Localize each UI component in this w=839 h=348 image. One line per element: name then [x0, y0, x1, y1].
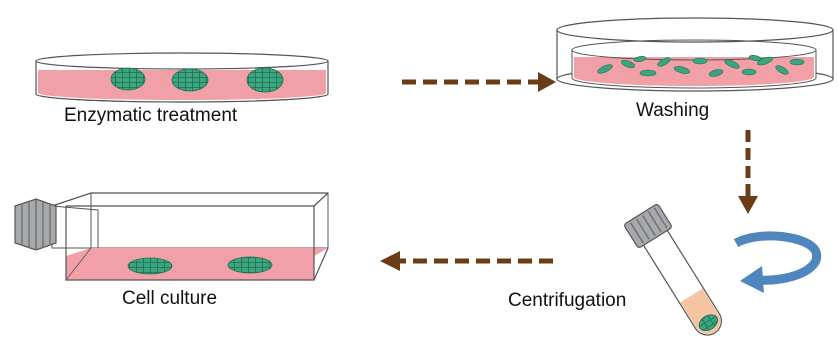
label-washing: Washing [636, 100, 710, 121]
flask-icon [14, 192, 329, 281]
rotation-arrow-icon [733, 231, 822, 293]
tube-icon [624, 204, 722, 336]
flask-cap [14, 198, 57, 251]
arrow-right [402, 72, 556, 92]
cell-cluster [110, 67, 284, 93]
label-enzymatic-treatment: Enzymatic treatment [64, 105, 238, 126]
dish-icon [35, 52, 329, 103]
wash-dish-icon [556, 17, 834, 92]
arrow-down [738, 130, 758, 214]
dispersed-cells [597, 55, 805, 77]
arrow-left [380, 251, 553, 271]
label-cell-culture: Cell culture [122, 288, 218, 309]
label-centrifugation: Centrifugation [508, 290, 627, 311]
